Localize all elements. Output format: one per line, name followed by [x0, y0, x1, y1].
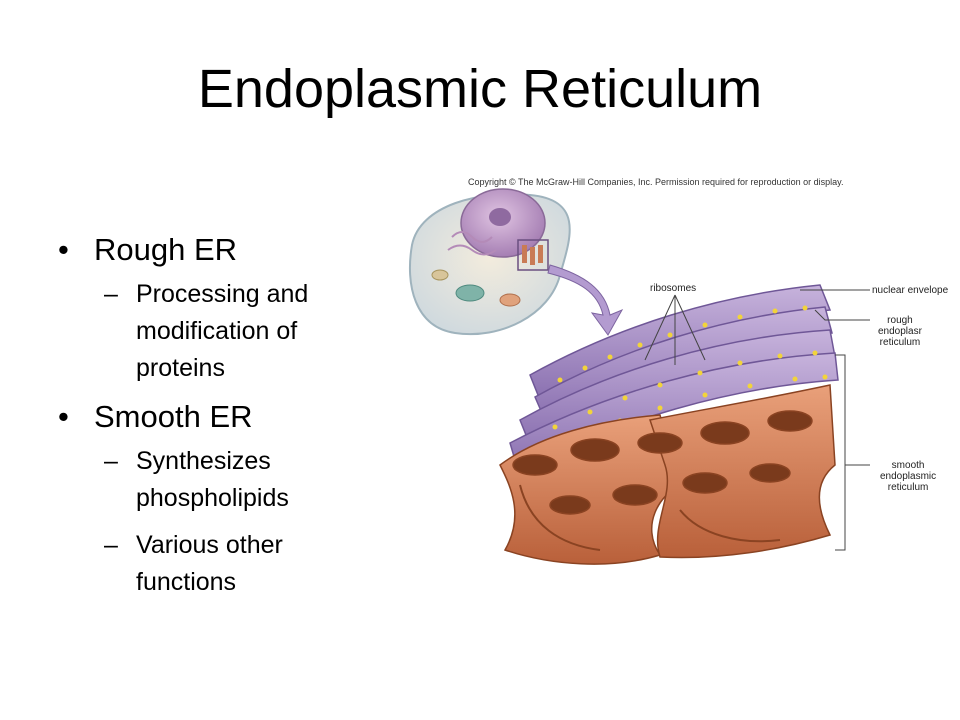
bullet-smooth-er: • Smooth ER	[58, 397, 378, 437]
copyright-notice: Copyright © The McGraw-Hill Companies, I…	[468, 177, 844, 187]
dash-icon: –	[104, 531, 118, 559]
subbullet-other-functions: – Various other functions	[58, 527, 378, 601]
label-leader-lines	[644, 289, 870, 551]
cell-diagram	[408, 188, 571, 336]
bullet-text: Rough ER	[94, 232, 238, 267]
subbullet-protein-processing: – Processing and modification of protein…	[58, 276, 378, 387]
bullet-dot-icon: •	[58, 232, 69, 267]
zoom-arrow	[547, 264, 624, 336]
dash-icon: –	[104, 447, 118, 475]
label-nuclear-envelope: nuclear envelope	[872, 285, 949, 296]
rough-er-layers	[509, 284, 839, 472]
subbullet-text: Various other functions	[136, 531, 283, 596]
bullet-dot-icon: •	[58, 399, 69, 434]
subbullet-text: Processing and modification of proteins	[136, 280, 309, 382]
smooth-er-tubules	[499, 384, 836, 565]
label-rough-er: rough endoplasr reticulum	[878, 315, 922, 348]
dash-icon: –	[104, 280, 118, 308]
slide-title: Endoplasmic Reticulum	[197, 59, 763, 119]
bullet-text: Smooth ER	[94, 399, 253, 434]
subbullet-text: Synthesizes phospholipids	[136, 447, 289, 512]
label-ribosomes: ribosomes	[650, 283, 697, 294]
subbullet-phospholipids: – Synthesizes phospholipids	[58, 443, 378, 517]
bullet-rough-er: • Rough ER	[58, 230, 378, 270]
bullet-list: • Rough ER – Processing and modification…	[58, 230, 378, 611]
er-illustration	[408, 188, 870, 565]
label-smooth-er: smooth endoplasmic reticulum	[880, 460, 937, 493]
